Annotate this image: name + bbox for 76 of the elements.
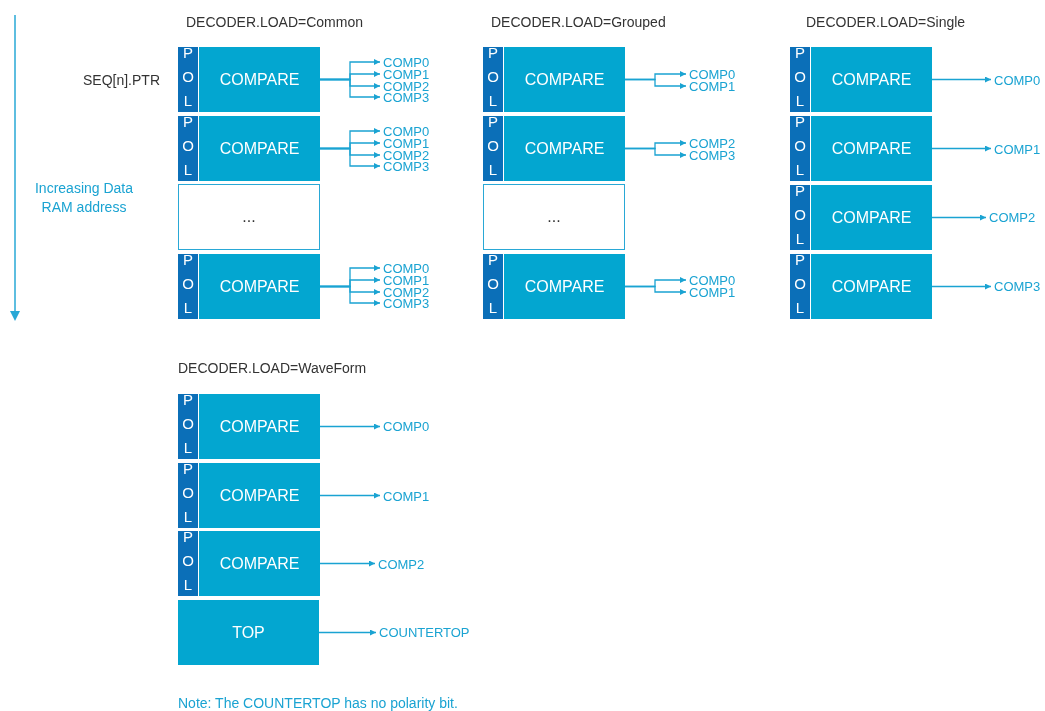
arrow [319,147,381,169]
arrow [624,78,687,89]
output-label: COMP0 [689,274,736,286]
output-label: COMP2 [989,211,1036,223]
compare-field-box: COMPARE [199,116,320,181]
compare-field-box: COMPARE [504,254,625,319]
arrow [319,560,376,567]
output-label: COMP0 [689,68,736,80]
output-label: COMP3 [689,149,736,161]
output-label: COMP2 [378,558,425,570]
arrow [624,147,687,158]
output-label: COMP1 [383,137,430,149]
output-label: COMP0 [994,74,1041,86]
footnote: Note: The COUNTERTOP has no polarity bit. [178,695,458,711]
arrow [319,492,381,499]
output-label: COMP1 [383,490,430,502]
compare-field-box: COMPARE [199,254,320,319]
output-label: COMP3 [994,280,1041,292]
compare-field-box: COMPARE [811,254,932,319]
output-label: COMP3 [383,91,430,103]
output-label: COUNTERTOP [379,626,470,638]
compare-field-box: COMPARE [199,463,320,528]
polarity-bit-cell: POL [178,254,198,319]
arrow [624,285,687,295]
output-label: COMP2 [383,286,430,298]
polarity-bit-cell: POL [790,254,810,319]
output-label: COMP2 [383,80,430,92]
axis-caption: Increasing Data RAM address [33,179,135,217]
compare-field-box: COMPARE [199,531,320,596]
compare-field-box: COMPARE [504,116,625,181]
polarity-bit-cell: POL [178,531,198,596]
output-label: COMP0 [383,125,430,137]
polarity-bit-cell: POL [790,185,810,250]
polarity-bit-cell: POL [483,116,503,181]
output-label: COMP0 [383,56,430,68]
polarity-bit-cell: POL [178,116,198,181]
compare-field-box: COMPARE [199,47,320,112]
arrow [319,285,381,306]
compare-field-box: COMPARE [199,394,320,459]
polarity-bit-cell: POL [178,463,198,528]
arrow [318,629,377,636]
compare-field-box: TOP [178,600,319,665]
compare-field-box: COMPARE [504,47,625,112]
arrow [931,283,992,290]
output-label: COMP1 [383,274,430,286]
output-label: COMP3 [383,160,430,172]
output-label: COMP2 [689,137,736,149]
polarity-bit-cell: POL [790,47,810,112]
output-label: COMP0 [383,420,430,432]
arrow [319,423,381,430]
ellipsis-box: ... [178,184,320,250]
arrow [931,76,992,83]
output-label: COMP0 [383,262,430,274]
pointer-label: SEQ[n].PTR [82,72,160,88]
polarity-bit-cell: POL [483,47,503,112]
section-heading: DECODER.LOAD=Grouped [491,14,666,30]
arrow [319,78,381,100]
compare-field-box: COMPARE [811,47,932,112]
arrow [931,214,987,221]
polarity-bit-cell: POL [178,47,198,112]
output-label: COMP1 [689,286,736,298]
output-label: COMP1 [994,143,1041,155]
polarity-bit-cell: POL [790,116,810,181]
output-label: COMP3 [383,297,430,309]
ellipsis-box: ... [483,184,625,250]
output-label: COMP1 [383,68,430,80]
section-heading: DECODER.LOAD=WaveForm [178,360,367,376]
section-heading: DECODER.LOAD=Single [806,14,966,30]
section-heading: DECODER.LOAD=Common [186,14,363,30]
output-label: COMP1 [689,80,736,92]
output-label: COMP2 [383,149,430,161]
polarity-bit-cell: POL [483,254,503,319]
polarity-bit-cell: POL [178,394,198,459]
compare-field-box: COMPARE [811,185,932,250]
compare-field-box: COMPARE [811,116,932,181]
arrow [931,145,992,152]
